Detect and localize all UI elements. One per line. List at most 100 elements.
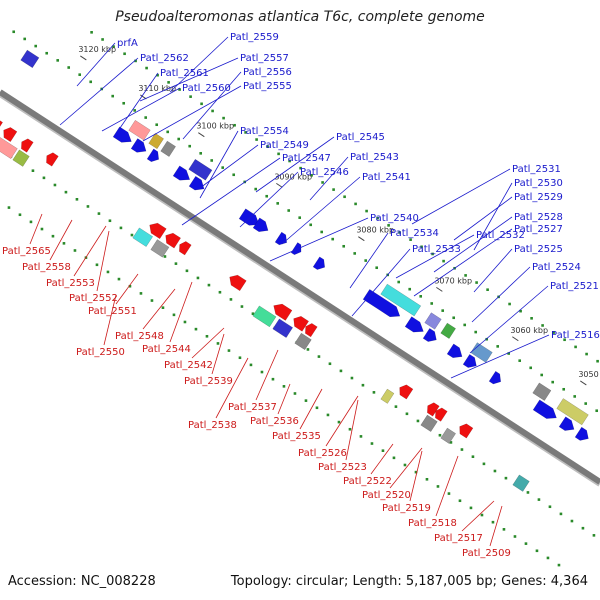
gene-arrow [130,138,147,153]
gc-skew-dot [486,288,489,292]
scale-tick [80,55,87,61]
gene-arrow [462,353,477,368]
gc-skew-dot [90,31,93,34]
gc-skew-dot [117,277,121,281]
gc-skew-dot [491,520,495,524]
forward-gene-label: Patl_2556 [243,67,292,78]
gc-skew-dot [420,245,423,249]
backbone-line [0,89,600,485]
reverse-label-leader [299,388,323,430]
feature-block [150,239,170,258]
gc-skew-dot [508,302,511,306]
gc-skew-dot [328,362,332,366]
gc-skew-dot [310,174,313,177]
feature-block [440,427,457,444]
gc-skew-dot [471,455,475,458]
gene-arrow [179,241,192,256]
gc-skew-dot [298,216,302,219]
forward-label-leader [351,248,411,317]
feature-block [188,158,213,181]
gc-skew-dot [23,37,27,41]
gc-skew-dot [53,183,57,187]
gc-skew-dot [95,263,99,267]
scale-tick [512,336,519,342]
gc-skew-dot [260,370,264,374]
gc-skew-dot [163,255,167,258]
gc-skew-dot [563,338,566,342]
gc-skew-dot [581,526,585,530]
gc-skew-dot [436,485,440,488]
reverse-label-leader [49,219,73,261]
gene-arrow [165,232,182,249]
gc-skew-dot [221,166,225,169]
gc-skew-dot [524,542,528,545]
gc-skew-dot [452,316,456,320]
forward-label-leader [142,85,242,142]
gc-skew-dot [128,284,132,288]
gene-arrow [362,288,401,318]
gc-skew-dot [276,202,280,205]
gc-skew-dot [596,359,599,363]
scale-tick-label: 3110 kbp [138,84,176,93]
forward-label-leader [395,234,475,279]
gc-skew-dot [485,337,489,341]
reverse-label-leader [277,383,291,415]
gene-arrow [446,343,463,359]
scale-tick-label: 3100 kbp [196,122,234,131]
feature-block [556,398,589,426]
forward-gene-label: Patl_2533 [412,244,461,255]
gene-arrow [399,384,414,400]
gc-skew-dot [317,355,321,358]
feature-block [380,388,395,404]
scale-tick [358,236,365,242]
gene-arrow [404,316,424,333]
reverse-gene-label: Patl_2523 [318,462,367,473]
gc-skew-dot [189,95,192,98]
gc-skew-dot [266,145,269,149]
gc-skew-dot [475,281,478,284]
gene-arrow [435,407,448,422]
reverse-gene-label: Patl_2509 [462,548,511,559]
gc-skew-dot [244,131,247,134]
gc-skew-dot [200,102,203,106]
gc-skew-dot [233,123,236,127]
gc-skew-dot [119,226,123,230]
forward-label-leader [139,57,239,102]
gene-arrow [238,208,260,226]
gc-skew-dot [502,528,506,531]
feature-block [0,137,18,160]
gc-skew-dot [353,252,357,255]
feature-block [20,49,40,69]
reverse-gene-label: Patl_2558 [22,262,71,273]
forward-label-leader [433,216,513,273]
gc-skew-dot [529,366,533,370]
gc-skew-dot [365,209,368,213]
gc-skew-dot [183,320,187,324]
reverse-gene-label: Patl_2548 [115,331,164,342]
forward-gene-label: Patl_2549 [260,140,309,151]
feature-block [294,332,312,351]
gc-skew-dot [277,152,280,156]
scale-tick-label: 3080 kbp [356,226,394,235]
gc-skew-dot [458,499,462,503]
reverse-label-leader [370,443,394,475]
gene-arrow [312,256,326,270]
forward-label-leader [469,285,549,354]
gene-arrow [488,370,502,385]
forward-gene-label: Patl_2530 [514,178,563,189]
gc-skew-dot [106,270,110,274]
gc-skew-dot [67,66,71,69]
gc-skew-dot [562,387,566,391]
gc-skew-dot [133,109,137,112]
gc-skew-dot [139,292,143,295]
forward-label-leader [309,156,349,201]
feature-block [380,283,422,317]
gc-skew-dot [584,402,588,405]
gc-skew-dot [207,283,211,287]
forward-gene-label: Patl_2521 [550,281,599,292]
reverse-gene-label: Patl_2542 [164,360,213,371]
scale-tick [198,132,205,138]
gc-skew-dot [442,259,445,263]
reverse-label-leader [29,213,43,245]
gc-skew-dot [372,391,376,394]
